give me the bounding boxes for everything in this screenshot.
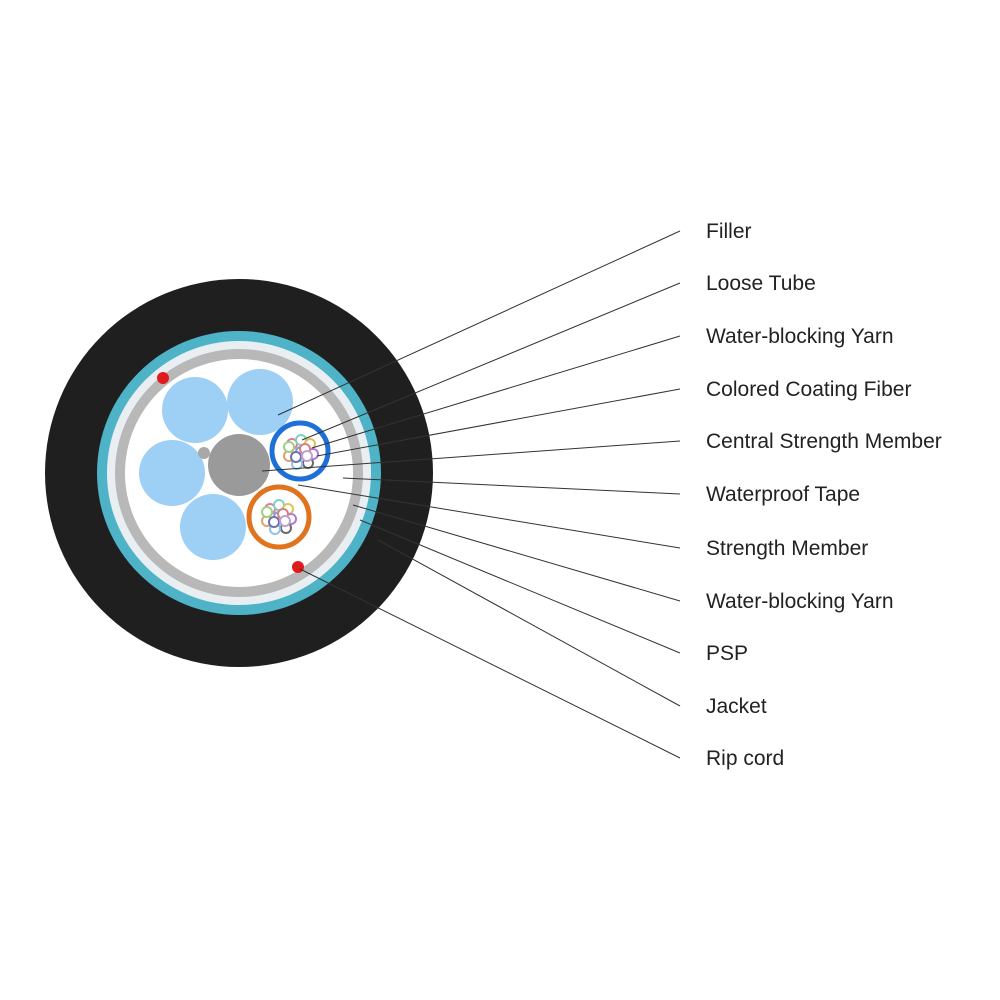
leader-line-jacket — [377, 539, 681, 707]
label-jacket: Jacket — [706, 695, 767, 718]
label-rip-cord: Rip cord — [706, 747, 784, 770]
fiber — [268, 516, 280, 528]
label-filler: Filler — [706, 220, 752, 243]
leader-lines — [261, 230, 681, 759]
label-central-strength-member: Central Strength Member — [706, 430, 942, 453]
fiber — [261, 506, 273, 518]
filler-4 — [180, 494, 246, 560]
label-waterproof-tape: Waterproof Tape — [706, 483, 860, 506]
colored-coating-fibers-orange-tube — [261, 499, 297, 535]
leader-line-psp — [359, 519, 681, 654]
fiber — [301, 450, 313, 462]
leader-line-strength-member — [297, 484, 681, 549]
component-labels: Filler Loose Tube Water-blocking Yarn Co… — [706, 220, 942, 770]
water-blocking-yarn-inner — [198, 447, 210, 459]
label-strength-member: Strength Member — [706, 537, 868, 560]
leader-line-water-blocking-yarn-1 — [311, 335, 681, 449]
leader-line-central-strength-member — [261, 440, 681, 472]
rip-cord-1 — [157, 372, 169, 384]
colored-coating-fibers-blue-tube — [283, 434, 319, 470]
leader-line-colored-coating-fiber — [316, 388, 681, 457]
leader-line-rip-cord — [299, 568, 681, 759]
fiber — [283, 441, 295, 453]
label-water-blocking-yarn-1: Water-blocking Yarn — [706, 325, 894, 348]
label-colored-coating-fiber: Colored Coating Fiber — [706, 378, 911, 401]
label-water-blocking-yarn-2: Water-blocking Yarn — [706, 590, 894, 613]
leader-line-waterproof-tape — [342, 477, 681, 495]
fiber — [279, 515, 291, 527]
fiber — [290, 451, 302, 463]
leader-line-loose-tube — [301, 282, 681, 441]
leader-line-filler — [277, 230, 681, 416]
filler-1 — [162, 377, 228, 443]
label-loose-tube: Loose Tube — [706, 272, 816, 295]
label-psp: PSP — [706, 642, 748, 665]
rip-cord-2 — [292, 561, 304, 573]
leader-line-water-blocking-yarn-2 — [352, 504, 681, 602]
filler-3 — [139, 440, 205, 506]
central-strength-member — [208, 434, 270, 496]
filler-2 — [227, 369, 293, 435]
